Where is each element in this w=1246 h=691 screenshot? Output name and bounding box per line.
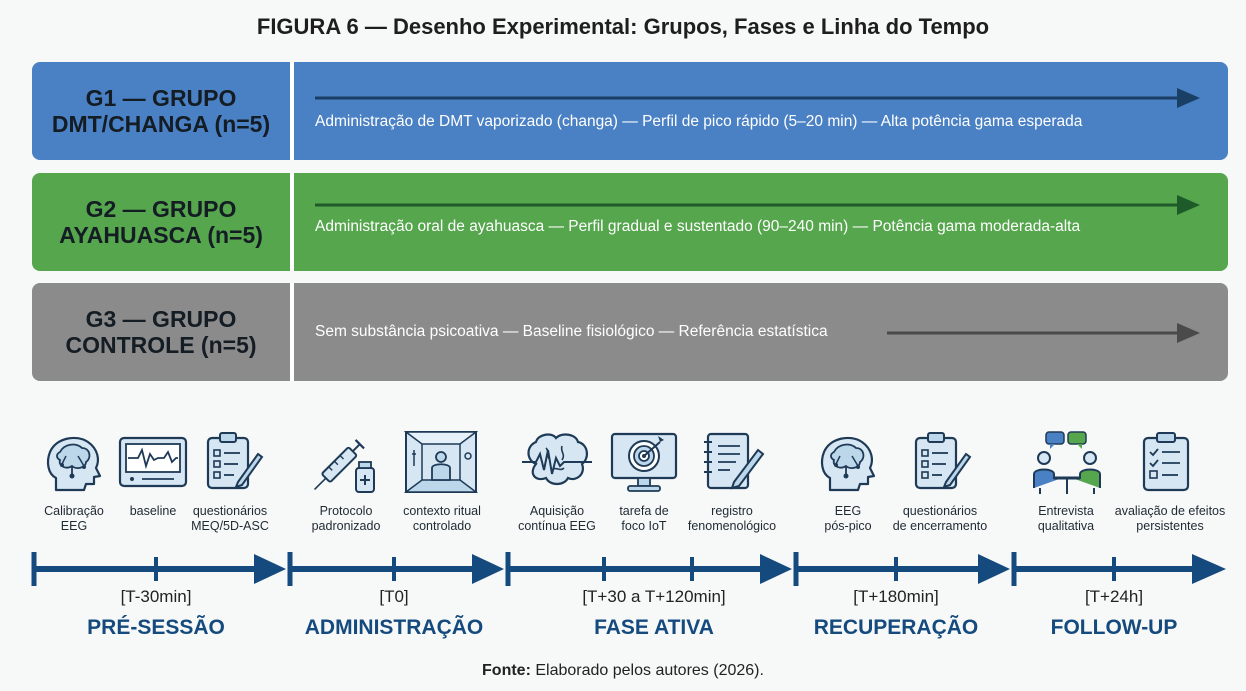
step-label-line1: Aquisição xyxy=(529,504,585,518)
step-label-eeg-pos-pico: EEG pós-pico xyxy=(800,504,896,534)
step-label-tarefa: tarefa de foco IoT xyxy=(596,504,692,534)
syringe-vial-icon xyxy=(313,439,375,493)
phase-name-follow-up: FOLLOW-UP xyxy=(1050,616,1178,639)
phase-time-recuperacao: [T+180min] xyxy=(853,587,939,606)
step-label-line1: EEG xyxy=(834,504,862,518)
group-g2-label-line1: G2 — GRUPO xyxy=(85,196,237,222)
group-divider xyxy=(290,173,294,271)
step-label-line2: fenomenológico xyxy=(687,519,777,533)
group-g2-label: G2 — GRUPO AYAHUASCA (n=5) xyxy=(32,173,290,271)
step-label-line1: Protocolo xyxy=(319,504,373,518)
group-g1-label-line2: DMT/CHANGA (n=5) xyxy=(51,111,271,137)
group-g3-description: Sem substância psicoativa — Baseline fis… xyxy=(315,323,828,340)
clipboard-checklist-icon xyxy=(914,432,972,490)
step-label-line1: avaliação de efeitos xyxy=(1114,504,1226,518)
group-g3-bar: G3 — GRUPO CONTROLE (n=5) Sem substância… xyxy=(32,283,1228,381)
phase-time-follow-up: [T+24h] xyxy=(1084,587,1144,606)
step-label-calibracao: Calibração EEG xyxy=(24,504,124,534)
figure-source: Fonte: Elaborado pelos autores (2026). xyxy=(0,662,1246,680)
group-g1-label: G1 — GRUPO DMT/CHANGA (n=5) xyxy=(32,62,290,160)
step-label-line1: baseline xyxy=(129,504,177,518)
source-label: Fonte: xyxy=(482,662,531,679)
step-label-line1: registro xyxy=(711,504,753,518)
figure-title: FIGURA 6 — Desenho Experimental: Grupos,… xyxy=(256,14,990,39)
group-g3-label-line2: CONTROLE (n=5) xyxy=(65,332,257,358)
clipboard-checklist-icon xyxy=(206,432,264,490)
group-g2-arrow xyxy=(315,195,1200,215)
step-label-baseline: baseline xyxy=(110,504,196,519)
step-label-line1: Calibração xyxy=(44,504,104,518)
step-label-line2: de encerramento xyxy=(892,519,988,533)
step-label-line2: persistentes xyxy=(1136,519,1204,533)
timeline-segment-recuperacao xyxy=(793,552,1010,586)
group-g2-description: Administração oral de ayahuasca — Perfil… xyxy=(315,218,1081,235)
ritual-room-icon xyxy=(404,431,478,493)
step-label-registro: registro fenomenológico xyxy=(672,504,792,534)
step-label-line2: EEG xyxy=(60,519,88,533)
step-label-contexto: contexto ritual controlado xyxy=(384,504,500,534)
brain-wave-icon xyxy=(522,433,592,486)
group-divider xyxy=(290,283,294,381)
phase-time-administracao: [T0] xyxy=(379,587,409,606)
step-label-avaliacao: avaliação de efeitos persistentes xyxy=(1100,504,1240,534)
phase-name-pre-sessao: PRÉ-SESSÃO xyxy=(87,616,225,639)
monitor-waveform-icon xyxy=(118,436,188,488)
timeline-segment-pre-sessao xyxy=(31,552,286,586)
group-g1-arrow xyxy=(315,88,1200,108)
group-g2-label-line2: AYAHUASCA (n=5) xyxy=(59,222,263,248)
phase-time-pre-sessao: [T-30min] xyxy=(120,587,192,606)
step-label-encerramento: questionários de encerramento xyxy=(878,504,1002,534)
timeline xyxy=(31,552,1226,586)
step-label-line2: foco IoT xyxy=(621,519,667,533)
group-g2-bar: G2 — GRUPO AYAHUASCA (n=5) Administração… xyxy=(32,173,1228,271)
phase-time-fase-ativa: [T+30 a T+120min] xyxy=(582,587,726,606)
step-label-line1: questionários xyxy=(902,504,978,518)
target-monitor-icon xyxy=(610,432,678,492)
source-text: Elaborado pelos autores (2026). xyxy=(530,662,764,679)
brain-circuit-icon xyxy=(46,436,102,492)
step-label-aquisicao: Aquisição contínua EEG xyxy=(502,504,612,534)
step-label-line1: questionários xyxy=(192,504,268,518)
step-label-entrevista: Entrevista qualitativa xyxy=(1018,504,1114,534)
group-divider xyxy=(290,62,294,160)
step-label-line2: pós-pico xyxy=(824,519,872,533)
group-g1-bar: G1 — GRUPO DMT/CHANGA (n=5) Administraçã… xyxy=(32,62,1228,160)
notebook-pencil-icon xyxy=(704,432,765,490)
group-g3-label: G3 — GRUPO CONTROLE (n=5) xyxy=(32,283,290,381)
phase-name-fase-ativa: FASE ATIVA xyxy=(594,616,714,639)
step-label-line2: padronizado xyxy=(311,519,381,533)
step-label-line1: tarefa de xyxy=(619,504,669,518)
group-g3-label-line1: G3 — GRUPO xyxy=(85,306,237,332)
step-label-line2: qualitativa xyxy=(1037,519,1095,533)
timeline-segment-fase-ativa xyxy=(505,552,792,586)
step-label-questionarios: questionários MEQ/5D-ASC xyxy=(180,504,280,534)
group-g1-description: Administração de DMT vaporizado (changa)… xyxy=(315,113,1083,130)
group-g1-label-line1: G1 — GRUPO xyxy=(85,85,237,111)
checklist-icon xyxy=(1142,432,1190,492)
group-g3-arrow xyxy=(887,323,1200,343)
timeline-segment-follow-up xyxy=(1011,552,1226,586)
step-label-line2: contínua EEG xyxy=(518,519,596,533)
timeline-segment-administracao xyxy=(287,552,504,586)
step-label-line2: controlado xyxy=(412,519,472,533)
phase-name-administracao: ADMINISTRAÇÃO xyxy=(304,616,484,639)
step-label-line1: Entrevista xyxy=(1038,504,1094,518)
step-label-line2: MEQ/5D-ASC xyxy=(191,519,269,533)
step-label-protocolo: Protocolo padronizado xyxy=(296,504,396,534)
interview-icon xyxy=(1033,431,1101,494)
brain-circuit-icon xyxy=(820,436,876,492)
step-label-line1: contexto ritual xyxy=(403,504,481,518)
phase-name-recuperacao: RECUPERAÇÃO xyxy=(813,616,979,639)
